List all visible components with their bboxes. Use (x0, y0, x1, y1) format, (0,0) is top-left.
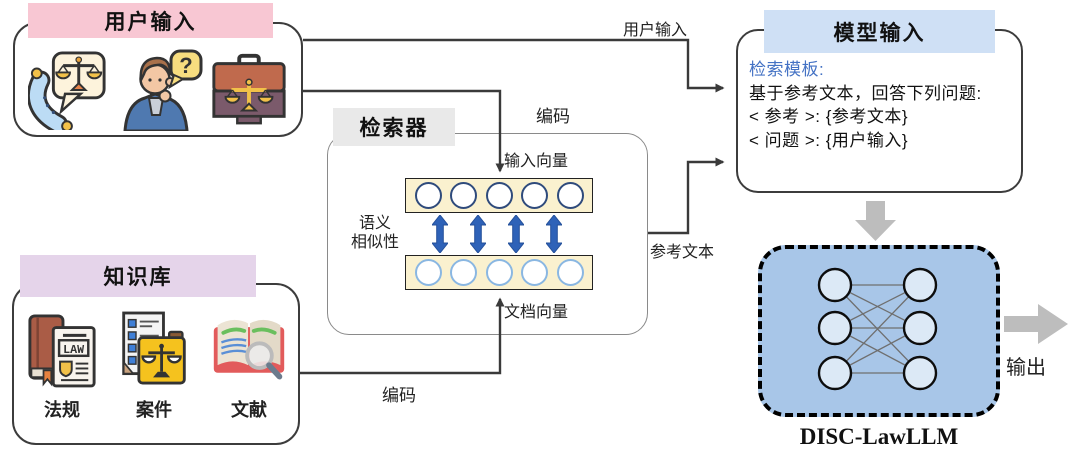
knowledge-item-cases: 案件 (118, 308, 190, 422)
template-line: 基于参考文本，回答下列问题: (749, 83, 982, 103)
document-vector-bar (405, 255, 593, 290)
encode-bottom-label: 编码 (382, 386, 416, 405)
reference-text-connector (648, 157, 725, 235)
similarity-arrow-icon (508, 215, 524, 253)
user-input-icons: ? (28, 48, 290, 132)
user-input-to-model-connector (303, 38, 725, 93)
knowledge-base-title: 知识库 (103, 266, 173, 289)
knowledge-item-label: 文献 (231, 400, 267, 420)
llm-output-arrow (1004, 304, 1068, 344)
knowledge-base-header: 知识库 (20, 255, 256, 297)
phone-legal-consult-icon (28, 51, 106, 130)
model-input-title: 模型输入 (833, 21, 926, 45)
question-mark-glyph: ? (179, 53, 192, 78)
knowledge-items: LAW 法规 (26, 300, 288, 430)
document-vector-label: 文档向量 (504, 304, 569, 321)
input-vector-node (521, 182, 548, 209)
model-input-body: 检索模板: 基于参考文本，回答下列问题: < 参考 >: {参考文本} < 问题… (749, 58, 1013, 152)
document-vector-node (556, 259, 584, 286)
user-input-flow-label: 用户输入 (623, 22, 688, 39)
input-vector-node (556, 182, 584, 209)
knowledge-item-literature: 文献 (210, 308, 288, 422)
input-vector-label: 输入向量 (504, 153, 569, 170)
input-vector-bar (405, 178, 593, 213)
law-text-glyph: LAW (63, 343, 84, 357)
similarity-arrow-icon (546, 215, 562, 253)
briefcase-scales-icon (212, 53, 286, 125)
model-input-header: 模型输入 (764, 10, 995, 53)
input-vector-node (414, 182, 442, 209)
input-vector-node (485, 182, 513, 209)
person-question-icon: ? (123, 49, 203, 131)
document-vector-node (521, 259, 548, 286)
output-label: 输出 (1006, 357, 1046, 379)
neural-network-icon (817, 267, 938, 391)
document-vector-node (414, 259, 442, 286)
document-vector-node (450, 259, 477, 286)
llm-name: DISC-LawLLM (799, 424, 959, 449)
model-to-llm-arrow (855, 201, 896, 241)
llm-box (758, 245, 1000, 417)
knowledge-item-label: 法规 (44, 400, 80, 420)
template-label: 检索模板: (749, 60, 825, 79)
literature-book-icon (213, 319, 285, 380)
document-vector-node (485, 259, 513, 286)
retriever-header: 检索器 (333, 108, 455, 146)
retriever-title: 检索器 (359, 117, 429, 140)
law-book-icon: LAW (28, 314, 96, 388)
user-input-title: 用户输入 (104, 10, 197, 34)
template-line: < 参考 >: {参考文本} (749, 107, 909, 126)
knowledge-item-label: 案件 (136, 400, 172, 420)
template-line: < 问题 >: {用户输入} (749, 130, 909, 150)
model-input-box (736, 29, 1023, 193)
similarity-arrow-icon (470, 215, 486, 253)
case-folder-icon (122, 311, 186, 385)
input-vector-node (450, 182, 477, 209)
similarity-arrow-icon (432, 215, 448, 253)
user-input-header: 用户输入 (28, 3, 273, 38)
semantic-similarity-label: 语义 相似性 (350, 215, 399, 251)
reference-text-label: 参考文本 (650, 244, 715, 261)
knowledge-item-laws: LAW 法规 (26, 308, 98, 422)
encode-top-label: 编码 (536, 107, 570, 126)
